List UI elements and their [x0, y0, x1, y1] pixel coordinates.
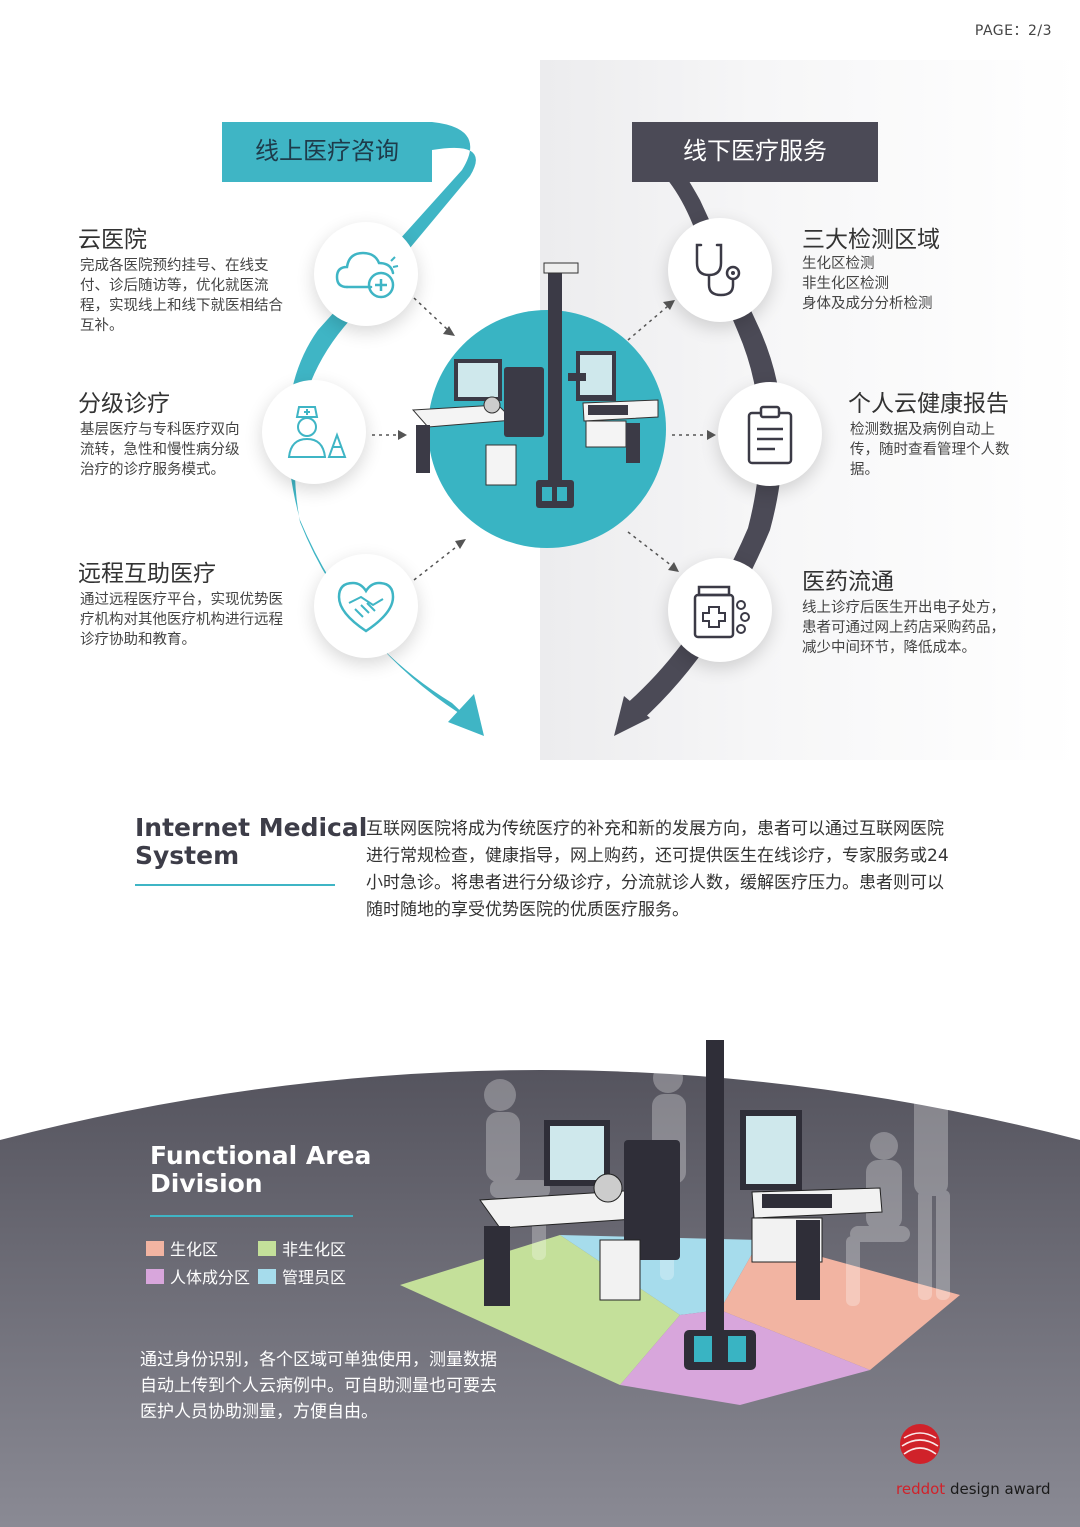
tiered-care-title: 分级诊疗: [78, 391, 170, 417]
pharmacy-title: 医药流通: [802, 569, 894, 595]
functional-area-title-line: Division: [150, 1169, 263, 1198]
ims-divider: [135, 884, 335, 886]
detection-title: 三大检测区域: [802, 227, 940, 253]
legend-label: 非生化区: [282, 1240, 347, 1259]
medicine-bottle-icon: [693, 585, 750, 639]
legend-swatch: [146, 1240, 164, 1256]
cloud-plus-icon: [335, 251, 399, 299]
health-report-desc: 检测数据及病例自动上传，随时查看管理个人数据。: [850, 422, 1010, 478]
legend-item: 生化区: [146, 1236, 218, 1260]
functional-area-scene: [0, 1040, 1080, 1527]
reddot-award-text: reddot design award: [896, 1480, 1051, 1498]
online-tag: 线上医疗咨询: [222, 122, 432, 182]
remote-care-icon-circle: [314, 554, 418, 658]
ims-body: 互联网医院将成为传统医疗的补充和新的发展方向，患者可以通过互联网医院进行常规检查…: [366, 819, 949, 920]
legend-swatch: [258, 1268, 276, 1284]
ims-title: Internet Medical System: [135, 814, 367, 870]
cloud-hospital-desc: 完成各医院预约挂号、在线支付、诊后随访等，优化就医流程，实现线上和线下就医相结合…: [80, 258, 283, 334]
detection-desc-line: 非生化区检测: [802, 276, 889, 292]
legend-item: 人体成分区: [146, 1264, 250, 1288]
functional-area-title: Functional Area Division: [150, 1142, 371, 1198]
legend-label: 生化区: [170, 1240, 219, 1259]
pharmacy-desc: 线上诊疗后医生开出电子处方，患者可通过网上药店采购药品，减少中间环节，降低成本。: [802, 600, 1005, 656]
remote-care-desc: 通过远程医疗平台，实现优势医疗机构对其他医疗机构进行远程诊疗协助和教育。: [80, 592, 283, 648]
legend-swatch: [258, 1240, 276, 1256]
clipboard-icon: [747, 405, 793, 465]
reddot-logo-icon: [900, 1424, 940, 1464]
tiered-care-desc: 基层医疗与专科医疗双向流转，急性和慢性病分级治疗的诊疗服务模式。: [80, 422, 240, 478]
ims-title-line: Internet Medical: [135, 813, 368, 842]
cloud-hospital-title: 云医院: [78, 227, 147, 253]
cloud-hospital-icon-circle: [314, 222, 418, 326]
legend-label: 人体成分区: [170, 1268, 251, 1287]
handshake-heart-icon: [337, 581, 395, 633]
reddot-brand: reddot: [896, 1480, 946, 1498]
offline-tag: 线下医疗服务: [632, 122, 878, 182]
page-number: PAGE：2/3: [974, 23, 1052, 39]
legend-item: 管理员区: [258, 1264, 346, 1288]
legend-label: 管理员区: [282, 1268, 347, 1287]
detection-desc-line: 生化区检测: [802, 256, 875, 272]
ims-title-line: System: [135, 841, 240, 870]
kiosk-illustration: [411, 262, 659, 508]
functional-area-desc: 通过身份识别，各个区域可单独使用，测量数据自动上传到个人云病例中。可自助测量也可…: [140, 1350, 497, 1422]
functional-area-title-line: Functional Area: [150, 1141, 372, 1170]
pharmacy-icon-circle: [668, 558, 772, 662]
tiered-care-icon-circle: [262, 380, 366, 484]
zone-biochemical: [720, 1240, 960, 1370]
nurse-icon: [287, 406, 347, 458]
legend-swatch: [146, 1268, 164, 1284]
remote-care-title: 远程互助医疗: [78, 561, 216, 587]
reddot-brand-rest: design award: [945, 1480, 1051, 1498]
health-report-icon-circle: [718, 382, 822, 486]
legend-item: 非生化区: [258, 1236, 346, 1260]
detection-desc-line: 身体及成分分析检测: [802, 296, 933, 312]
health-report-title: 个人云健康报告: [848, 391, 1009, 417]
detection-icon-circle: [668, 218, 772, 322]
detection-desc: 生化区检测 非生化区检测 身体及成分分析检测: [802, 254, 1002, 314]
functional-area-divider: [150, 1215, 353, 1217]
stethoscope-icon: [695, 243, 741, 297]
